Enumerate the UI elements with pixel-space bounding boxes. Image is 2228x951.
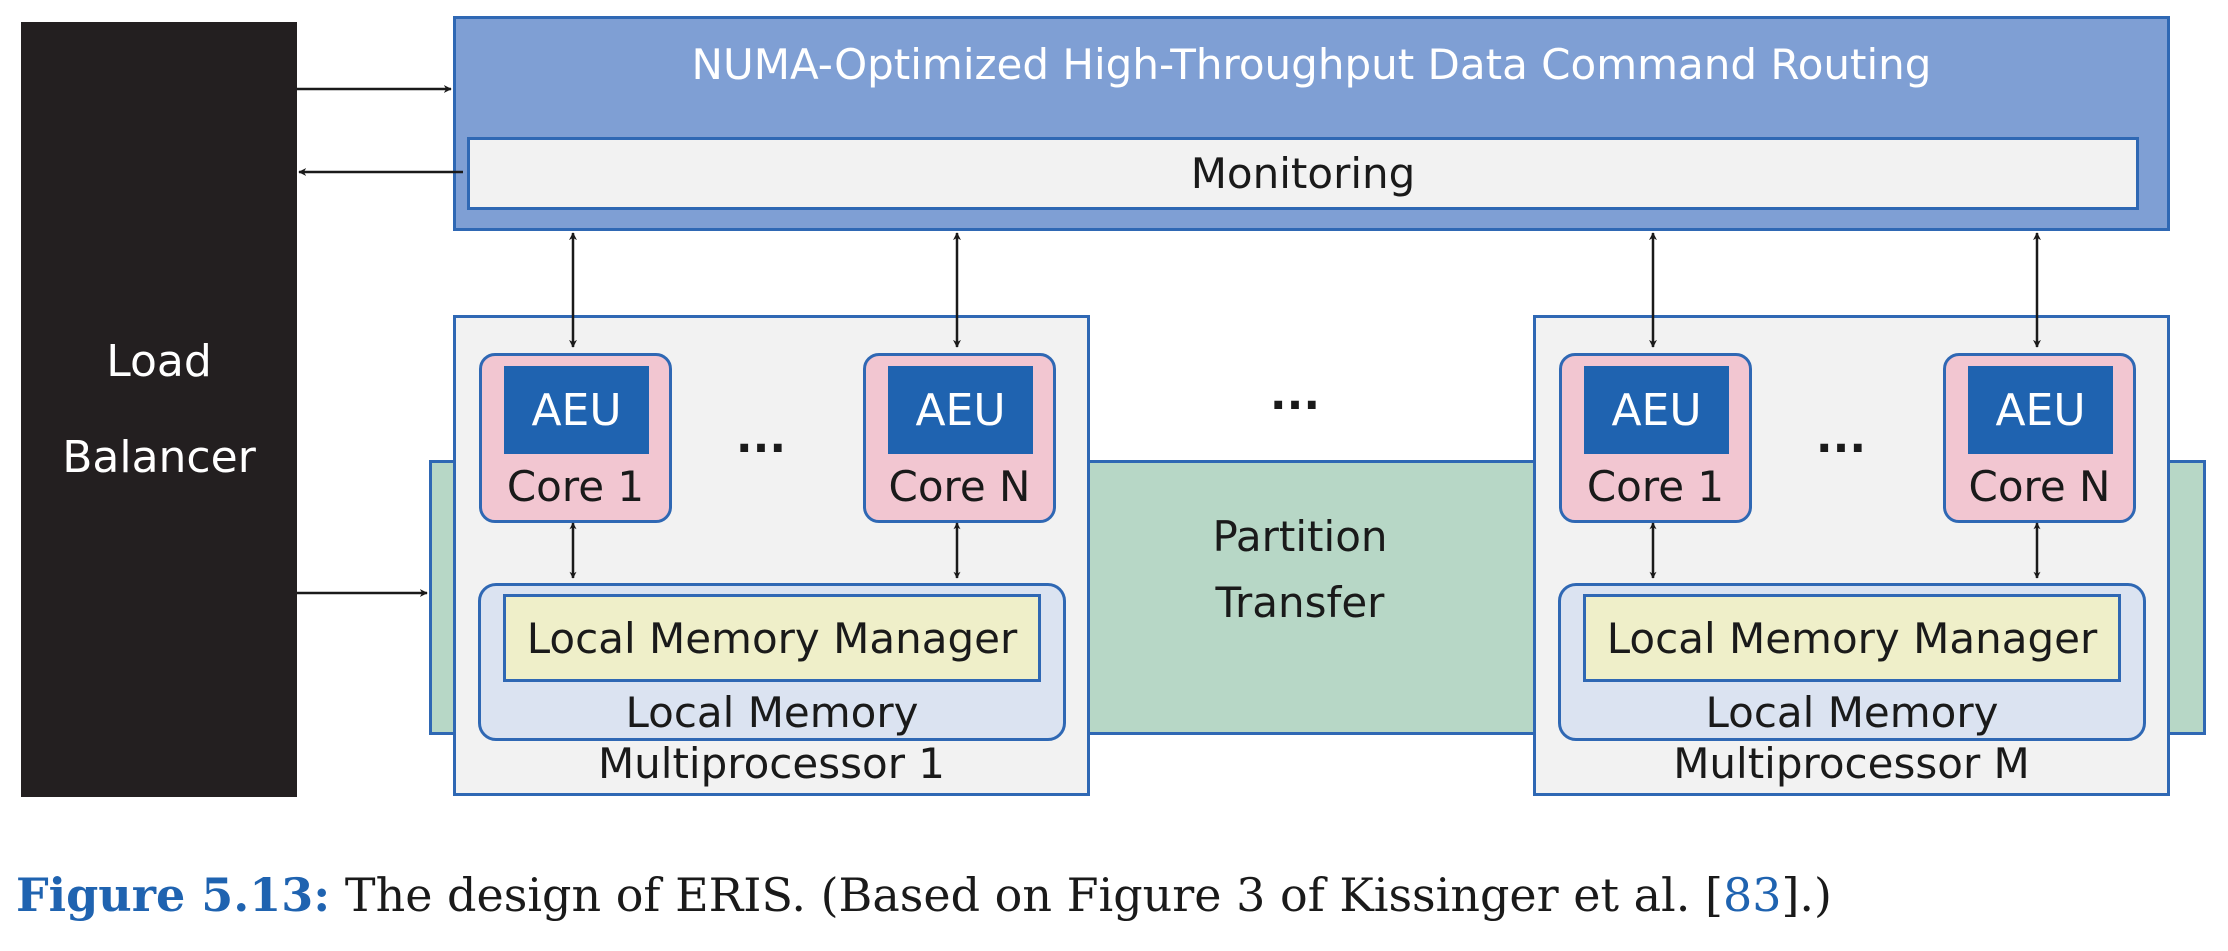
multiprocessor-m: AEU Core 1 ... AEU Core N Local Memory M… — [1533, 315, 2170, 796]
aeu-box: AEU — [1584, 366, 1729, 454]
core-1-box: AEU Core 1 — [1559, 353, 1752, 523]
monitoring-box: Monitoring — [467, 137, 2139, 210]
local-memory-box: Local Memory Manager Local Memory — [1558, 583, 2146, 741]
aeu-box: AEU — [504, 366, 649, 454]
caption-text: The design of ERIS. (Based on Figure 3 o… — [330, 868, 1723, 922]
partition-transfer-line1: Partition — [1212, 512, 1388, 561]
figure-caption: Figure 5.13: The design of ERIS. (Based … — [16, 868, 2216, 938]
load-balancer-line2: Balancer — [62, 431, 256, 483]
caption-text-end: ].) — [1781, 868, 1832, 922]
core-n-box: AEU Core N — [1943, 353, 2136, 523]
local-memory-label: Local Memory — [625, 687, 919, 737]
load-balancer-box: Load Balancer — [21, 22, 297, 797]
multiprocessor-ellipsis: ... — [1269, 369, 1321, 420]
load-balancer-line1: Load — [106, 335, 212, 387]
command-routing-box: NUMA-Optimized High-Throughput Data Comm… — [453, 16, 2170, 231]
caption-label: Figure 5.13: — [16, 868, 331, 922]
core-ellipsis: ... — [1815, 412, 1867, 463]
local-memory-manager-box: Local Memory Manager — [503, 594, 1041, 682]
local-memory-label: Local Memory — [1705, 687, 1999, 737]
partition-transfer-line2: Transfer — [1215, 578, 1385, 627]
multiprocessor-1: AEU Core 1 ... AEU Core N Local Memory M… — [453, 315, 1090, 796]
multiprocessor-label: Multiprocessor 1 — [597, 738, 946, 788]
local-memory-manager-box: Local Memory Manager — [1583, 594, 2121, 682]
partition-transfer-label: Partition Transfer — [1140, 500, 1460, 640]
local-memory-box: Local Memory Manager Local Memory — [478, 583, 1066, 741]
core-label: Core 1 — [1586, 461, 1725, 511]
multiprocessor-label: Multiprocessor M — [1673, 738, 2030, 788]
core-1-box: AEU Core 1 — [479, 353, 672, 523]
core-label: Core 1 — [506, 461, 645, 511]
core-ellipsis: ... — [735, 412, 787, 463]
command-routing-title: NUMA-Optimized High-Throughput Data Comm… — [691, 39, 1932, 89]
caption-reference-link[interactable]: 83 — [1722, 868, 1782, 922]
core-n-box: AEU Core N — [863, 353, 1056, 523]
aeu-box: AEU — [1968, 366, 2113, 454]
core-label: Core N — [888, 461, 1031, 511]
aeu-box: AEU — [888, 366, 1033, 454]
core-label: Core N — [1968, 461, 2111, 511]
